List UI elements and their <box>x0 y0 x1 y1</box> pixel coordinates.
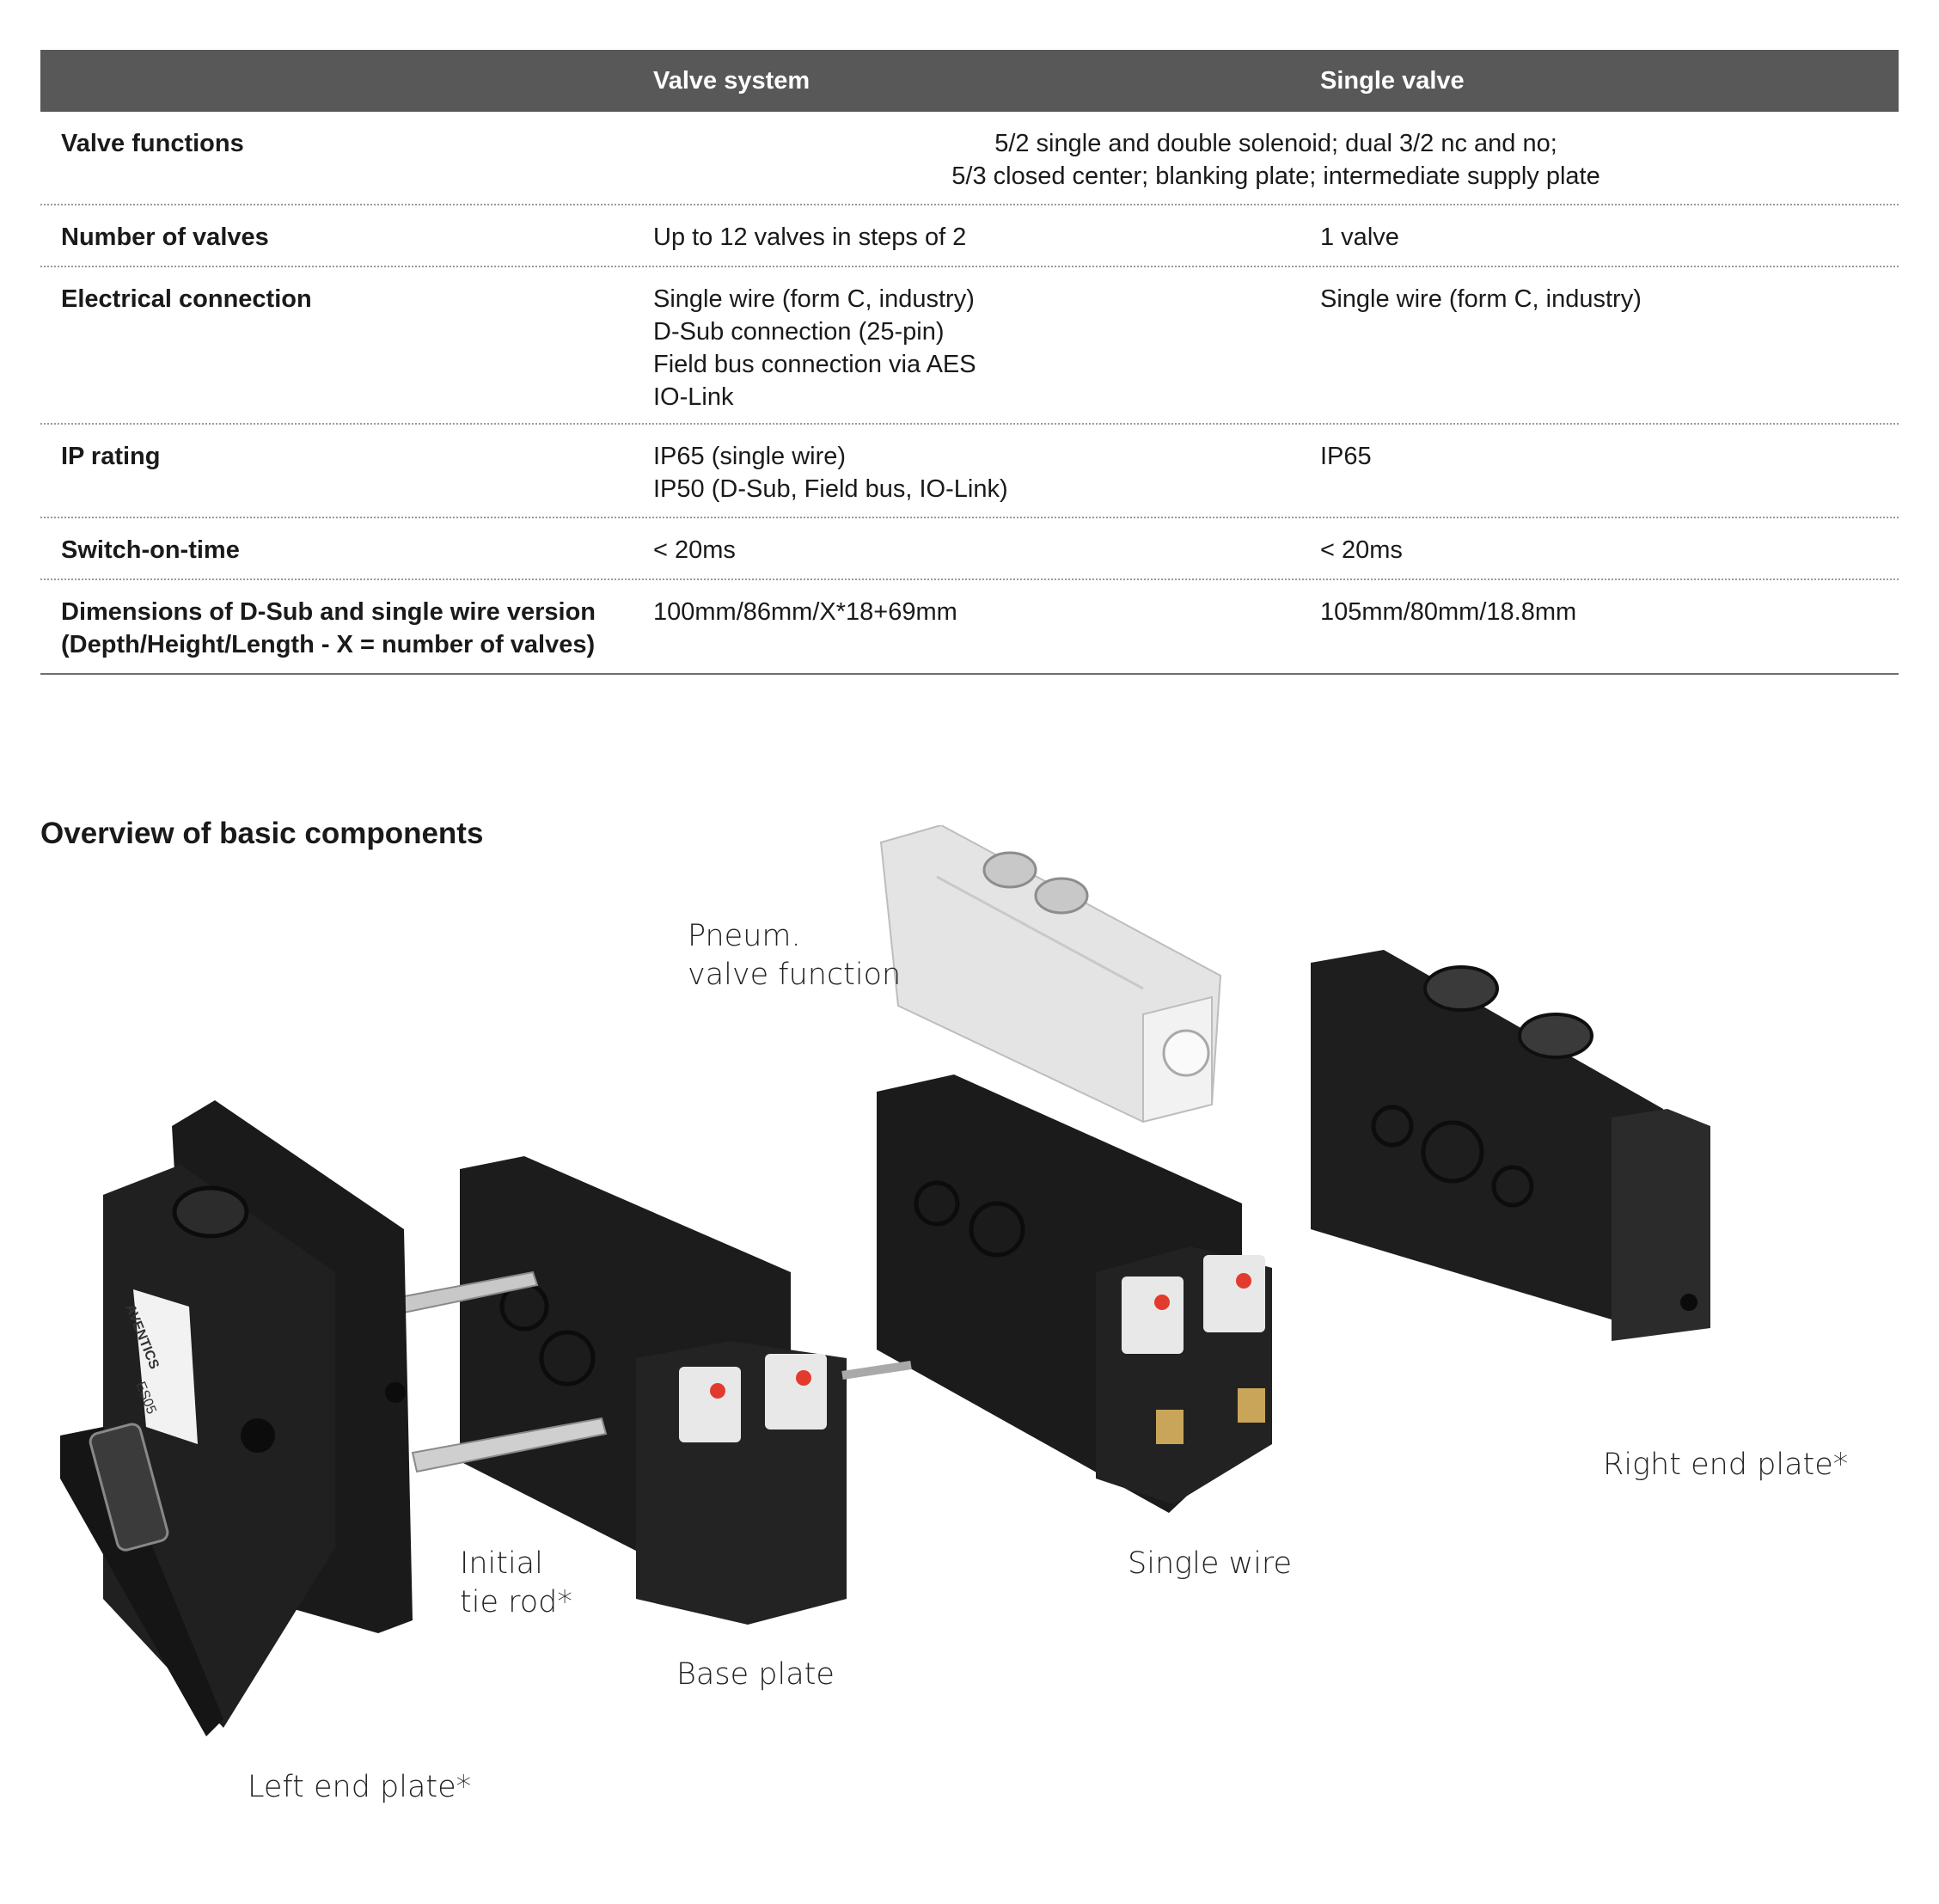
spec-table: Valve system Single valve Valve function… <box>40 50 1899 675</box>
row-value-valve-system: Single wire (form C, industry) D-Sub con… <box>653 285 976 411</box>
row-label: Electrical connection <box>61 285 312 313</box>
row-label: Dimensions of D-Sub and single wire vers… <box>61 598 596 658</box>
label-pneum-valve-function: Pneum. valve function <box>688 919 902 992</box>
label-initial-tie-rod: Initial tie rod* <box>460 1546 572 1619</box>
table-header: Valve system Single valve <box>40 50 1899 112</box>
pneumatic-valve-illustration <box>879 823 1222 1123</box>
label-single-wire: Single wire <box>1128 1546 1293 1581</box>
table-row: Switch-on-time < 20ms < 20ms <box>40 518 1899 580</box>
right-end-plate-illustration <box>1311 950 1710 1341</box>
table-row: Number of valves Up to 12 valves in step… <box>40 205 1899 267</box>
row-value-single-valve: 105mm/80mm/18.8mm <box>1320 598 1577 626</box>
table-row: Electrical connection Single wire (form … <box>40 267 1899 425</box>
label-base-plate: Base plate <box>676 1657 835 1692</box>
base-plate-illustration <box>460 1156 847 1625</box>
table-row: Dimensions of D-Sub and single wire vers… <box>40 580 1899 675</box>
row-label: IP rating <box>61 443 161 470</box>
label-right-end-plate: Right end plate* <box>1603 1448 1849 1482</box>
row-value-single-valve: < 20ms <box>1320 536 1403 564</box>
row-value-spanning: 5/2 single and double solenoid; dual 3/2… <box>951 130 1600 190</box>
single-wire-illustration <box>877 1074 1272 1513</box>
row-label: Switch-on-time <box>61 536 240 564</box>
table-row: IP rating IP65 (single wire) IP50 (D-Sub… <box>40 425 1899 518</box>
row-value-valve-system: IP65 (single wire) IP50 (D-Sub, Field bu… <box>653 443 1008 503</box>
row-value-valve-system: 100mm/86mm/X*18+69mm <box>653 598 957 626</box>
label-left-end-plate: Left end plate* <box>248 1770 472 1804</box>
table-row: Valve functions 5/2 single and double so… <box>40 112 1899 205</box>
overview-title: Overview of basic components <box>40 817 484 850</box>
tie-rod-illustration <box>394 1270 912 1473</box>
row-label: Valve functions <box>61 130 244 157</box>
header-single-valve: Single valve <box>1320 67 1465 95</box>
row-value-single-valve: Single wire (form C, industry) <box>1320 285 1642 313</box>
header-valve-system: Valve system <box>653 67 810 95</box>
left-end-plate-illustration <box>60 1100 413 1736</box>
components-diagram: AVENTICS ES05 Pneum. valve function Init… <box>0 823 1939 1857</box>
row-value-valve-system: Up to 12 valves in steps of 2 <box>653 223 967 251</box>
row-value-single-valve: IP65 <box>1320 443 1372 470</box>
row-value-single-valve: 1 valve <box>1320 223 1399 251</box>
row-label: Number of valves <box>61 223 269 251</box>
row-value-valve-system: < 20ms <box>653 536 736 564</box>
components-illustration <box>60 823 1710 1736</box>
